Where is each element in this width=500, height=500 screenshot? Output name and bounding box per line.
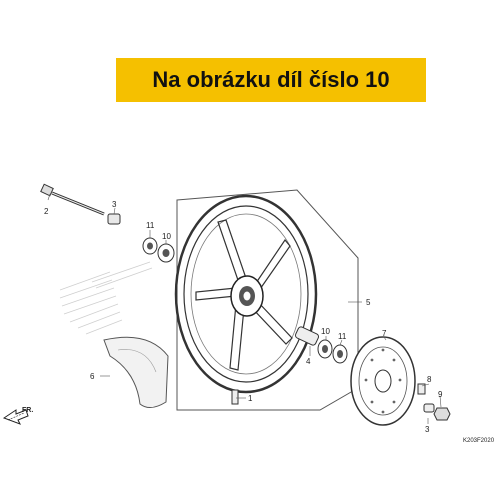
fender xyxy=(103,336,169,408)
wheel xyxy=(174,194,318,394)
frame-hatch xyxy=(59,261,153,335)
distance-collar xyxy=(294,326,320,346)
callout-11-right: 11 xyxy=(338,332,347,341)
callout-9: 9 xyxy=(438,390,443,399)
front-direction-label: FR. xyxy=(22,407,33,414)
callout-11-left: 11 xyxy=(146,221,155,230)
right-seal xyxy=(332,344,348,364)
callout-7: 7 xyxy=(382,329,387,338)
front-direction-arrow-icon xyxy=(2,409,29,425)
callout-10-right: 10 xyxy=(321,327,330,336)
callout-4: 4 xyxy=(306,357,311,366)
left-seal xyxy=(142,237,158,255)
callout-3-bottom: 3 xyxy=(425,425,430,434)
collar-bottom xyxy=(423,403,435,413)
callout-2: 2 xyxy=(44,207,49,216)
callout-10-left: 10 xyxy=(162,232,171,241)
axle-bolt xyxy=(40,183,105,216)
callout-5: 5 xyxy=(366,298,371,307)
part-banner: Na obrázku díl číslo 10 xyxy=(116,58,426,102)
callout-6: 6 xyxy=(90,372,95,381)
valve xyxy=(231,389,239,405)
assembly-outline xyxy=(176,189,359,411)
collar-top xyxy=(107,213,121,225)
disc-bolt xyxy=(417,383,426,395)
callout-8: 8 xyxy=(427,375,432,384)
callout-3-top: 3 xyxy=(112,200,117,209)
right-bearing xyxy=(317,339,333,359)
brake-disc xyxy=(350,336,416,426)
diagram-code: K203F2020 xyxy=(463,438,495,444)
left-bearing xyxy=(157,243,175,263)
axle-nut xyxy=(433,407,451,421)
callout-1: 1 xyxy=(248,394,253,403)
